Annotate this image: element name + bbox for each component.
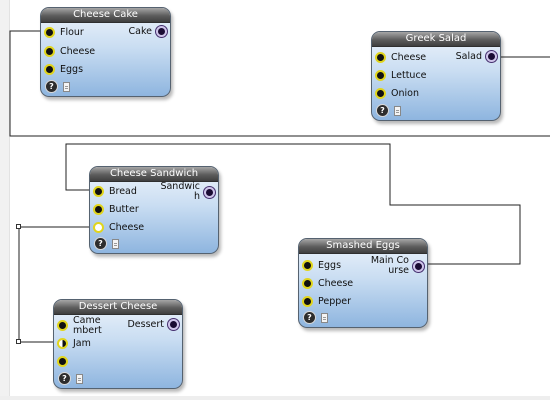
output-port[interactable] [168, 319, 179, 330]
output-port[interactable] [486, 51, 497, 62]
input-label: Cheese [318, 277, 354, 289]
help-icon[interactable]: ? [45, 80, 58, 93]
input-row-cheese[interactable]: Cheese [375, 49, 426, 66]
node-cheese-cake[interactable]: Cheese Cake Flour Cheese Eggs Cake ? [40, 7, 171, 97]
output-port[interactable] [204, 186, 215, 198]
document-icon[interactable] [112, 238, 119, 249]
input-port[interactable] [44, 46, 55, 57]
wire-main-course-to-bread [65, 143, 521, 265]
input-label: Butter [109, 203, 139, 215]
wire-salad-to-flour-return [9, 30, 550, 137]
input-row-camembert[interactable]: Camembert [57, 314, 105, 336]
input-row-cheese[interactable]: Cheese [44, 43, 95, 60]
node-footer: ? [94, 237, 119, 250]
node-cheese-sandwich[interactable]: Cheese Sandwich Bread Butter Cheese Sand… [89, 166, 219, 254]
help-icon[interactable]: ? [303, 311, 316, 324]
node-title: Cheese Cake [41, 8, 170, 23]
input-port[interactable] [302, 260, 313, 271]
input-row-jam[interactable]: Jam [57, 335, 91, 352]
node-footer: ? [45, 80, 70, 93]
input-label: Bread [109, 185, 137, 197]
input-row-flour[interactable]: Flour [44, 24, 84, 41]
document-icon[interactable] [321, 312, 328, 323]
input-label: Flour [60, 26, 84, 38]
input-label: Cheese [60, 45, 96, 57]
input-port[interactable] [302, 278, 313, 289]
input-row-eggs[interactable]: Eggs [44, 61, 83, 78]
wire-junction-upper[interactable] [16, 224, 21, 229]
input-label: Eggs [318, 259, 342, 271]
input-port[interactable] [375, 70, 386, 81]
help-icon[interactable]: ? [58, 372, 71, 385]
output-label: Main Course [370, 255, 409, 276]
node-footer: ? [303, 311, 328, 324]
wire-junction-lower[interactable] [16, 339, 21, 344]
input-port[interactable] [375, 88, 386, 99]
document-icon[interactable] [63, 81, 70, 92]
document-icon[interactable] [76, 373, 83, 384]
output-row-cake[interactable]: Cake [129, 26, 167, 37]
input-port[interactable] [93, 222, 104, 233]
input-row-cheese[interactable]: Cheese [302, 275, 353, 292]
input-port[interactable] [57, 320, 68, 331]
input-row-bread[interactable]: Bread [93, 183, 137, 200]
node-smashed-eggs[interactable]: Smashed Eggs Eggs Cheese Pepper Main Cou… [298, 238, 428, 328]
node-title: Dessert Cheese [54, 300, 182, 315]
input-row-lettuce[interactable]: Lettuce [375, 67, 427, 84]
input-row-cheese[interactable]: Cheese [93, 219, 144, 236]
input-row-eggs[interactable]: Eggs [302, 257, 341, 274]
wire-jam-to-cheese [18, 226, 95, 343]
input-port[interactable] [44, 27, 55, 38]
input-label: Lettuce [391, 69, 427, 81]
output-row-salad[interactable]: Salad [456, 51, 497, 62]
input-label: Pepper [318, 295, 352, 307]
output-row-sandwich[interactable]: Sandwich [160, 182, 215, 202]
output-port[interactable] [156, 26, 167, 37]
input-row-butter[interactable]: Butter [93, 201, 139, 218]
input-label: Camembert [73, 314, 102, 336]
input-label: Jam [73, 337, 91, 349]
output-label: Salad [455, 50, 482, 62]
node-title: Smashed Eggs [299, 239, 427, 254]
input-port[interactable] [57, 338, 68, 349]
input-port[interactable] [93, 204, 104, 215]
node-dessert-cheese[interactable]: Dessert Cheese Camembert Jam Dessert ? [53, 299, 183, 389]
input-port[interactable] [44, 64, 55, 75]
input-label: Eggs [60, 63, 84, 75]
input-label: Cheese [391, 51, 427, 63]
input-label: Cheese [109, 221, 145, 233]
input-row-empty[interactable] [57, 353, 73, 370]
output-label: Dessert [127, 318, 164, 330]
input-port[interactable] [302, 296, 313, 307]
input-port[interactable] [375, 52, 386, 63]
canvas-left-margin [0, 0, 10, 400]
output-label: Sandwich [160, 181, 200, 202]
output-row-main-course[interactable]: Main Course [369, 256, 424, 276]
document-icon[interactable] [394, 105, 401, 116]
input-port[interactable] [93, 186, 104, 197]
output-port[interactable] [413, 260, 424, 272]
node-title: Cheese Sandwich [90, 167, 218, 182]
node-footer: ? [376, 104, 401, 117]
input-label: Onion [391, 87, 419, 99]
node-title: Greek Salad [372, 32, 500, 47]
node-footer: ? [58, 372, 83, 385]
input-row-pepper[interactable]: Pepper [302, 293, 351, 310]
node-greek-salad[interactable]: Greek Salad Cheese Lettuce Onion Salad ? [371, 31, 501, 121]
canvas-bottom-margin [0, 396, 550, 400]
input-port[interactable] [57, 356, 68, 367]
help-icon[interactable]: ? [376, 104, 389, 117]
help-icon[interactable]: ? [94, 237, 107, 250]
output-label: Cake [128, 25, 152, 37]
output-row-dessert[interactable]: Dessert [127, 319, 179, 330]
input-row-onion[interactable]: Onion [375, 85, 419, 102]
